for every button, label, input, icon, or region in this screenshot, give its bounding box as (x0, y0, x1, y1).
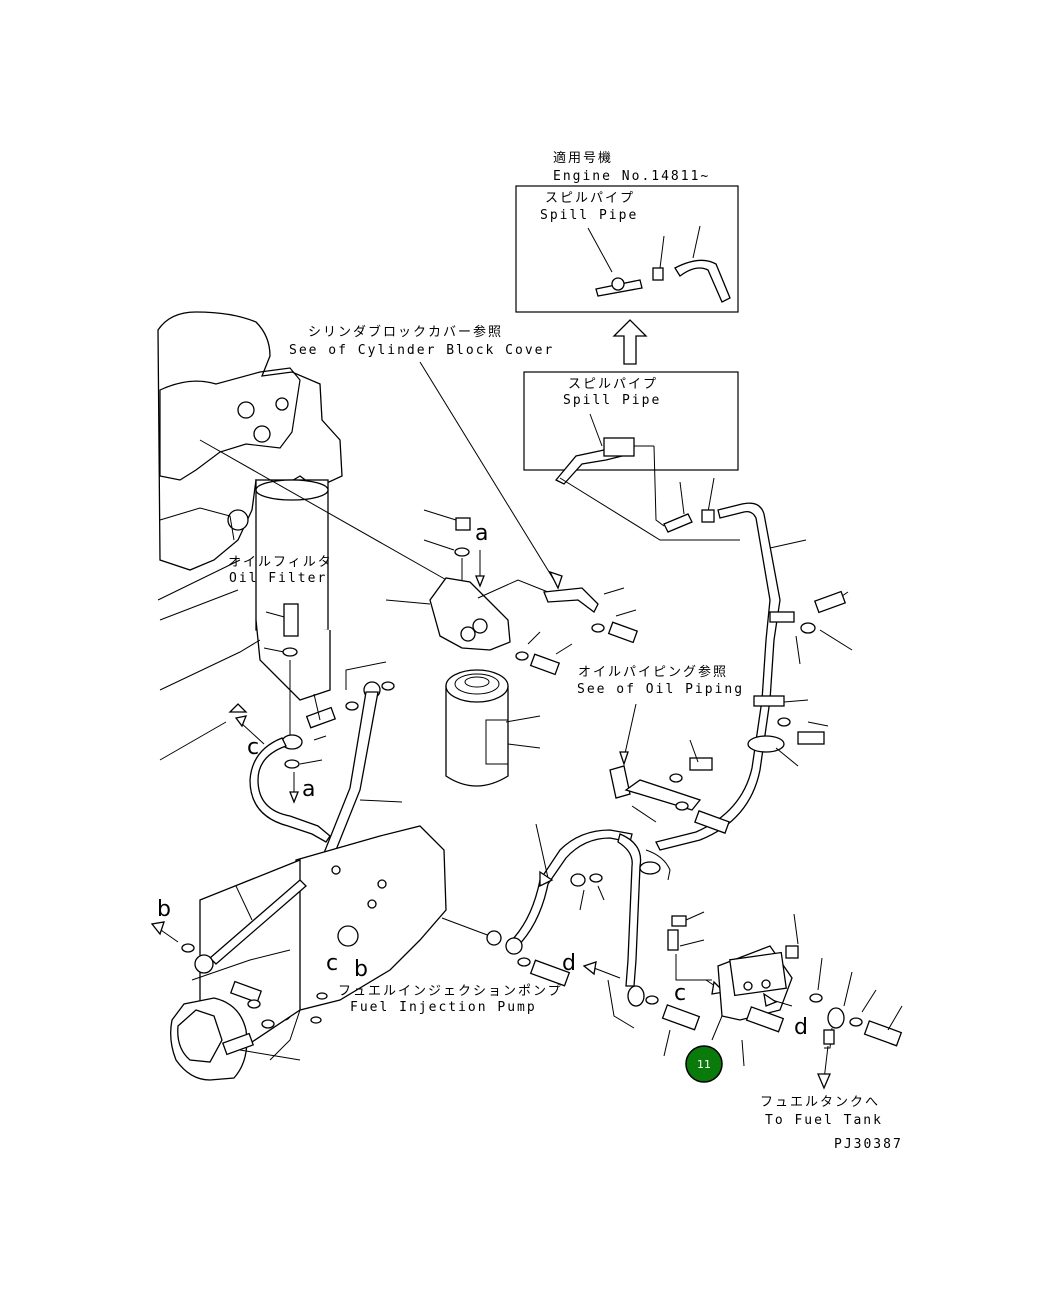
fuel-filter-bracket (711, 913, 799, 1067)
injection-pump-label-en: Fuel Injection Pump (350, 1000, 537, 1015)
letter-d-1: d (562, 951, 576, 976)
letter-a-2: a (302, 777, 315, 802)
letter-c-2: c (326, 951, 338, 976)
arrow-d-left-icon (582, 961, 597, 976)
hose-banjo-bolts (305, 661, 395, 729)
spill-pipe-mid-label-jp: スピルパイプ (568, 377, 658, 392)
cover-bracket (543, 587, 639, 644)
engine-number-label: Engine No.14811~ (553, 169, 710, 184)
injection-pump-label-jp: フュエルインジェクションポンプ (338, 984, 563, 999)
spill-pipe-top-parts (587, 225, 731, 303)
callout-11[interactable]: 11 (685, 1045, 723, 1083)
spill-pipe-assembly (655, 477, 807, 851)
spill-pipe-mid-label-en: Spill Pipe (563, 393, 661, 408)
spill-pipe-top-label-jp: スピルパイプ (545, 191, 635, 206)
fuel-tank-outlet (809, 957, 903, 1090)
filter-head-bolts (515, 631, 573, 676)
spill-pipe-bolts (775, 590, 853, 767)
letter-c-3: c (674, 981, 686, 1006)
left-bolt-washer (263, 603, 299, 736)
callout-number: 11 (697, 1058, 711, 1071)
oil-piping-label-en: See of Oil Piping (577, 682, 744, 697)
fuel-injection-pump (170, 825, 447, 1081)
applicable-label-jp: 適用号機 (553, 150, 613, 166)
engine-block (157, 311, 343, 761)
letter-b-2: b (354, 957, 368, 982)
fuel-fittings (667, 911, 712, 981)
inset-box-mid (523, 371, 739, 471)
oil-filter-label-en: Oil Filter (229, 571, 327, 586)
junction-bolt (661, 1004, 701, 1057)
inset-box-top (515, 185, 739, 313)
drawing-code: PJ30387 (834, 1137, 903, 1152)
fuel-pipe-middle (441, 823, 633, 987)
arrow-a-down-icon (475, 575, 485, 588)
pump-bolts (221, 980, 328, 1056)
arrow-to-fuel-tank-icon (817, 1073, 831, 1090)
pump-pipe-b (150, 879, 307, 974)
filter-head (385, 509, 549, 651)
oil-piping-label-jp: オイルパイピング参照 (578, 664, 728, 680)
spill-pipe-mid-parts (554, 413, 654, 485)
spill-pipe-top-label-en: Spill Pipe (540, 208, 638, 223)
oil-hose-left (249, 734, 331, 843)
fuel-tank-label-jp: フュエルタンクへ (760, 1095, 880, 1110)
fuel-return-pipe (607, 833, 671, 1029)
up-arrow-icon (612, 319, 648, 365)
oil-filter-cartridge (445, 669, 541, 787)
letter-b-1: b (157, 897, 171, 922)
fuel-tank-label-en: To Fuel Tank (765, 1113, 883, 1128)
cylinder-cover-label-jp: シリンダブロックカバー参照 (308, 324, 503, 340)
cylinder-cover-label-en: See of Cylinder Block Cover (289, 343, 554, 358)
cover-pointer-arrow-icon (548, 570, 563, 590)
letter-a-1: a (475, 521, 488, 546)
oil-piping-arrow-icon (619, 751, 629, 767)
oil-filter-label-jp: オイルフィルタ (228, 555, 333, 570)
oil-piping-bracket (609, 739, 730, 834)
letter-d-2: d (794, 1015, 808, 1040)
letter-c-1: c (247, 735, 259, 760)
